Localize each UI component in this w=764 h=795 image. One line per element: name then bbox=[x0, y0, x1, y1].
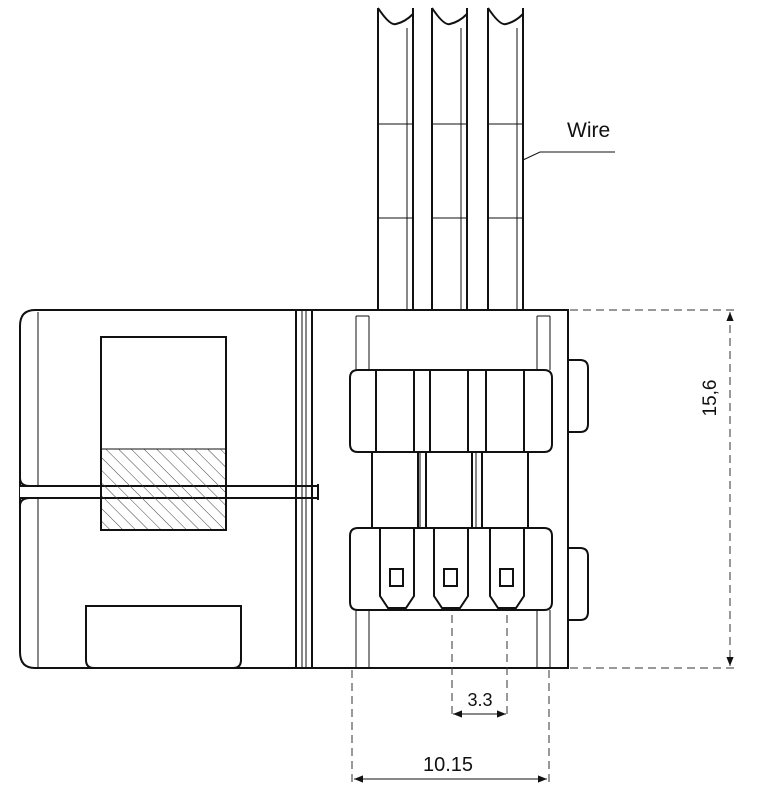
wire-callout: Wire bbox=[522, 119, 615, 161]
pin-3 bbox=[489, 528, 525, 609]
connector-housing bbox=[19, 309, 589, 669]
locking-tab-lower bbox=[568, 547, 589, 621]
pin-1 bbox=[379, 528, 415, 609]
pitch-dimension-label: 3.3 bbox=[467, 690, 492, 710]
latch-window bbox=[100, 336, 227, 531]
wire-label: Wire bbox=[567, 119, 610, 142]
pin-1-window bbox=[389, 568, 404, 587]
pin-2-window bbox=[443, 568, 458, 587]
locking-tab-upper bbox=[568, 359, 589, 433]
height-dimension: 15,6 bbox=[570, 309, 735, 669]
lower-slot bbox=[85, 605, 242, 669]
pin-3-window bbox=[499, 568, 514, 587]
wire-1 bbox=[377, 7, 414, 310]
pin-block bbox=[349, 527, 553, 611]
width-dimension-label: 10.15 bbox=[423, 754, 473, 776]
pitch-dimension: 3.3 bbox=[451, 615, 508, 718]
pin-2 bbox=[433, 528, 469, 609]
height-dimension-label: 15,6 bbox=[700, 380, 721, 417]
crimp-block bbox=[349, 369, 553, 453]
wire-2 bbox=[431, 7, 468, 310]
width-dimension: 10.15 bbox=[351, 670, 550, 784]
latch-hatched-area bbox=[102, 449, 225, 529]
wire-leader-line bbox=[522, 151, 615, 161]
wire-3 bbox=[487, 7, 524, 310]
wire-group bbox=[377, 7, 524, 310]
terminal-necks bbox=[371, 451, 529, 529]
